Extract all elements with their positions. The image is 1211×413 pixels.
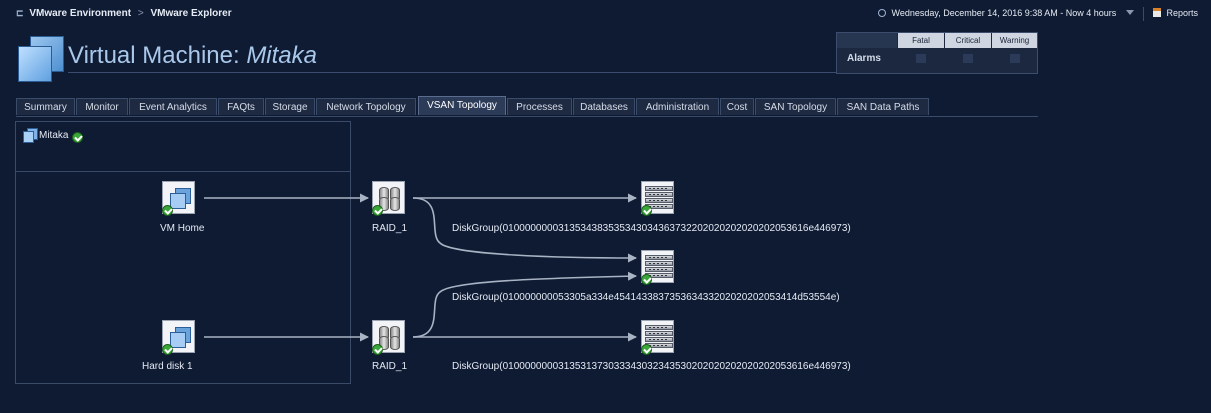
tab-san-data-paths[interactable]: SAN Data Paths (837, 98, 929, 115)
tab-vsan-topology[interactable]: VSAN Topology (418, 96, 506, 115)
disk-group-icon (645, 325, 673, 349)
alarms-col-fatal: Fatal (898, 33, 944, 48)
home-icon: ⊏ (16, 8, 24, 18)
alarms-col-warning: Warning (992, 33, 1037, 48)
status-ok-icon (372, 203, 383, 221)
breadcrumb-current[interactable]: VMware Explorer (150, 8, 232, 19)
alarm-critical-indicator[interactable] (963, 54, 973, 63)
page-title-prefix: Virtual Machine: (68, 42, 247, 69)
disk-group-node-2[interactable] (641, 250, 675, 285)
alarms-label: Alarms (847, 53, 881, 64)
alarms-header-blank (837, 33, 897, 48)
alarms-col-critical: Critical (945, 33, 991, 48)
reports-label: Reports (1166, 8, 1199, 18)
disk-group-3-label: DiskGroup(010000000031353137303334303234… (452, 361, 851, 372)
alarm-warning-indicator[interactable] (1010, 54, 1020, 63)
raid-node-1[interactable] (372, 181, 406, 216)
virtual-machine-icon (170, 188, 191, 209)
status-ok-icon (72, 130, 83, 148)
disk-group-1-label: DiskGroup(010000000031353438353534303436… (452, 223, 851, 234)
vm-home-node[interactable] (162, 181, 196, 216)
status-ok-icon (641, 272, 652, 290)
status-ok-icon (372, 342, 383, 360)
page-title-name: Mitaka (246, 42, 317, 69)
tab-administration[interactable]: Administration (636, 98, 719, 115)
disk-group-icon (645, 255, 673, 279)
tab-cost[interactable]: Cost (720, 98, 754, 115)
reports-button[interactable]: Reports (1153, 8, 1198, 18)
tree-separator (15, 171, 351, 172)
hard-disk-label: Hard disk 1 (142, 361, 193, 372)
raid-1-label: RAID_1 (372, 223, 408, 234)
tab-bar-underline (16, 116, 1038, 117)
toolbar-divider (1143, 7, 1144, 21)
tab-summary[interactable]: Summary (16, 98, 75, 115)
raid-icon (379, 326, 401, 350)
tree-root-label[interactable]: Mitaka (39, 130, 69, 141)
time-range-selector[interactable]: Wednesday, December 14, 2016 9:38 AM - N… (878, 8, 1134, 18)
tab-network-topology[interactable]: Network Topology (316, 98, 416, 115)
disk-group-node-1[interactable] (641, 181, 675, 216)
title-underline (68, 72, 836, 73)
alarms-summary: Fatal Critical Warning Alarms (836, 32, 1038, 74)
tab-san-topology[interactable]: SAN Topology (755, 98, 836, 115)
hard-disk-node[interactable] (162, 320, 196, 355)
reports-icon (1153, 8, 1161, 17)
virtual-disk-icon (170, 327, 191, 348)
disk-group-icon (645, 186, 673, 210)
link-raid2-dg2 (412, 271, 637, 338)
alarms-header: Fatal Critical Warning (837, 33, 1037, 48)
raid-node-2[interactable] (372, 320, 406, 355)
status-ok-icon (162, 342, 173, 360)
disk-group-2-label: DiskGroup(010000000053305a334e4541433837… (452, 292, 840, 303)
link-raid1-dg2 (412, 197, 637, 263)
virtual-machine-icon (18, 36, 64, 82)
page-title: Virtual Machine: Mitaka (68, 42, 317, 70)
time-range-text: Wednesday, December 14, 2016 9:38 AM - N… (891, 8, 1117, 18)
raid-icon (379, 187, 401, 211)
raid-2-label: RAID_1 (372, 361, 408, 372)
tab-processes[interactable]: Processes (507, 98, 572, 115)
status-ok-icon (162, 203, 173, 221)
tab-storage[interactable]: Storage (265, 98, 315, 115)
breadcrumb: ⊏ VMware Environment > VMware Explorer (16, 8, 232, 19)
status-ok-icon (641, 203, 652, 221)
breadcrumb-separator-icon: > (137, 8, 144, 19)
topology-left-panel (15, 121, 351, 384)
breadcrumb-root[interactable]: VMware Environment (29, 8, 132, 19)
disk-group-node-3[interactable] (641, 320, 675, 355)
tab-databases[interactable]: Databases (573, 98, 635, 115)
vm-home-label: VM Home (160, 223, 205, 234)
tab-event-analytics[interactable]: Event Analytics (129, 98, 217, 115)
status-ok-icon (641, 342, 652, 360)
chevron-down-icon (1125, 10, 1134, 15)
tab-monitor[interactable]: Monitor (76, 98, 128, 115)
alarm-fatal-indicator[interactable] (916, 54, 926, 63)
tab-faqts[interactable]: FAQts (218, 98, 264, 115)
clock-icon (878, 9, 886, 17)
vm-tree-icon (23, 128, 38, 143)
top-bar: ⊏ VMware Environment > VMware Explorer W… (0, 0, 1211, 28)
